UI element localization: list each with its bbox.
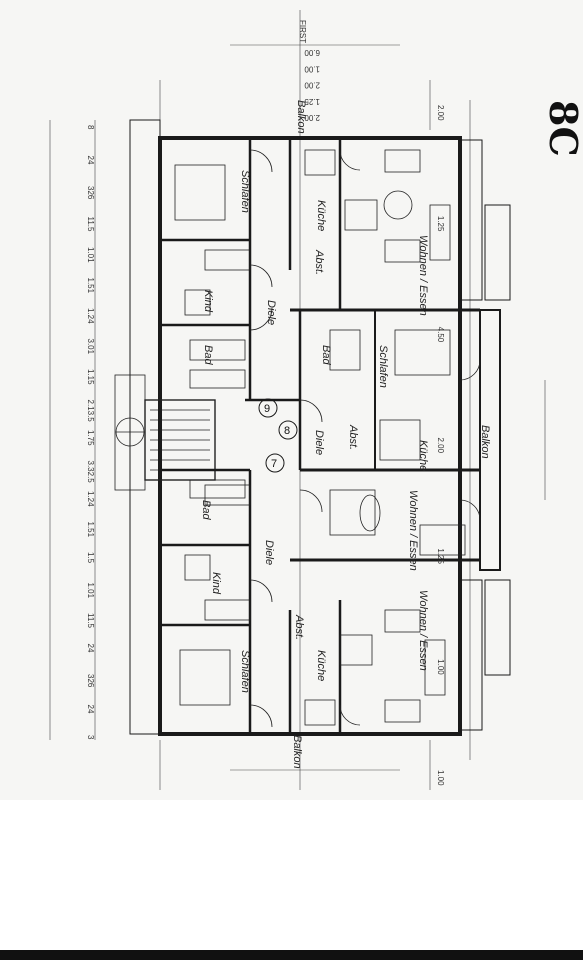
dimension-left-15: 1.51: [86, 278, 95, 294]
label-schlafen-bottom: Schlafen: [239, 650, 251, 693]
dimension-left-18: 326: [86, 186, 95, 200]
label-schlafen-center: Schlafen: [377, 345, 389, 388]
dimension-left-12: 1.15: [86, 369, 95, 385]
dimension-left-10: 1.75: [86, 430, 95, 446]
dimension-left-6: 1.5: [86, 552, 95, 564]
dimensions-top: 6.00 1.00 2.00 1.25 2.00: [304, 48, 320, 122]
label-balkon-top: Balkon: [295, 100, 307, 134]
dimension-top-2: 2.00: [304, 81, 320, 90]
ridge-label: FIRST: [298, 20, 307, 43]
unit-number-8: 8: [284, 425, 290, 437]
label-wohnen-bottom: Wohnen / Essen: [417, 590, 429, 671]
label-balkon-bottom: Balkon: [291, 735, 303, 769]
dimension-left-7: 1.51: [86, 522, 95, 538]
dimension-top-1: 1.00: [304, 64, 320, 73]
label-bad-top: Bad: [202, 345, 214, 365]
dimension-left-13: 3.01: [86, 339, 95, 355]
dimension-left-5: 1.01: [86, 583, 95, 599]
dimension-right-0: 2.00: [436, 105, 445, 121]
label-kind-top: Kind: [202, 290, 214, 313]
dimension-right-6: 1.00: [436, 770, 445, 786]
unit-number-9: 9: [264, 403, 270, 415]
label-abst-bottom: Abst.: [293, 614, 305, 640]
unit-number-7: 7: [271, 458, 277, 470]
scan-edge: [0, 950, 583, 960]
label-abst-top: Abst.: [313, 249, 325, 275]
dimension-right-1: 1.25: [436, 216, 445, 232]
dimensions-right: 2.00 1.25 4.50 2.00 1.25 1.00 1.00: [436, 105, 445, 786]
floor-plan: 8C FIRST 9 8 7 Schlafen Küche Wohnen / E…: [49, 10, 583, 790]
dimension-left-2: 326: [86, 674, 95, 688]
dimension-left-19: 24: [86, 156, 95, 165]
dimension-left-3: 24: [86, 644, 95, 653]
dimension-top-0: 6.00: [304, 48, 320, 57]
sheet-mark: 8C: [541, 100, 583, 157]
label-wohnen-top: Wohnen / Essen: [417, 235, 429, 316]
label-kueche-center: Küche: [417, 440, 429, 471]
label-diele-top: Diele: [265, 300, 277, 325]
label-bad-bottom: Bad: [200, 500, 212, 520]
label-wohnen-center: Wohnen / Essen: [407, 490, 419, 571]
dimension-left-9: 3.32.5: [86, 461, 95, 484]
dimension-left-14: 1.24: [86, 308, 95, 324]
dimension-left-20: 8: [86, 125, 95, 130]
dimension-left-17: 11.5: [86, 217, 95, 233]
interior-walls: [160, 138, 480, 734]
door-swings: [249, 149, 481, 728]
dimension-left-16: 1.01: [86, 247, 95, 263]
dimension-top-4: 2.00: [304, 113, 320, 122]
dimension-left-11: 2.13.5: [86, 400, 95, 423]
dimension-lines: [49, 10, 546, 790]
dimension-right-3: 2.00: [436, 438, 445, 454]
label-kind-bottom: Kind: [210, 572, 222, 595]
label-kueche-bottom: Küche: [315, 650, 327, 681]
label-bad-center: Bad: [320, 345, 332, 365]
dimension-right-5: 1.00: [436, 659, 445, 675]
dimension-left-0: 3: [86, 735, 95, 740]
label-balkon-center: Balkon: [479, 425, 491, 459]
dimension-left-8: 1.24: [86, 491, 95, 507]
room-labels: Schlafen Küche Wohnen / Essen Balkon Kin…: [200, 100, 491, 769]
dimension-right-4: 1.25: [436, 548, 445, 564]
label-diele-bottom: Diele: [263, 540, 275, 565]
label-diele-center: Diele: [313, 430, 325, 455]
label-kueche-top: Küche: [315, 200, 327, 231]
label-schlafen-top: Schlafen: [239, 170, 251, 213]
dimension-left-4: 11.5: [86, 613, 95, 629]
dimensions-left: 3 24 326 24 11.5 1.01 1.5 1.51 1.24 3.32.5 1.75 2.1…: [86, 125, 95, 740]
exterior-walls: [129, 119, 511, 736]
dimension-left-1: 24: [86, 705, 95, 714]
dimension-top-3: 1.25: [304, 97, 320, 106]
furniture: [174, 149, 466, 726]
staircase: [114, 374, 216, 491]
label-abst-center: Abst.: [347, 424, 359, 450]
dimension-right-2: 4.50: [436, 327, 445, 343]
unit-markers: 9 8 7: [258, 398, 298, 473]
